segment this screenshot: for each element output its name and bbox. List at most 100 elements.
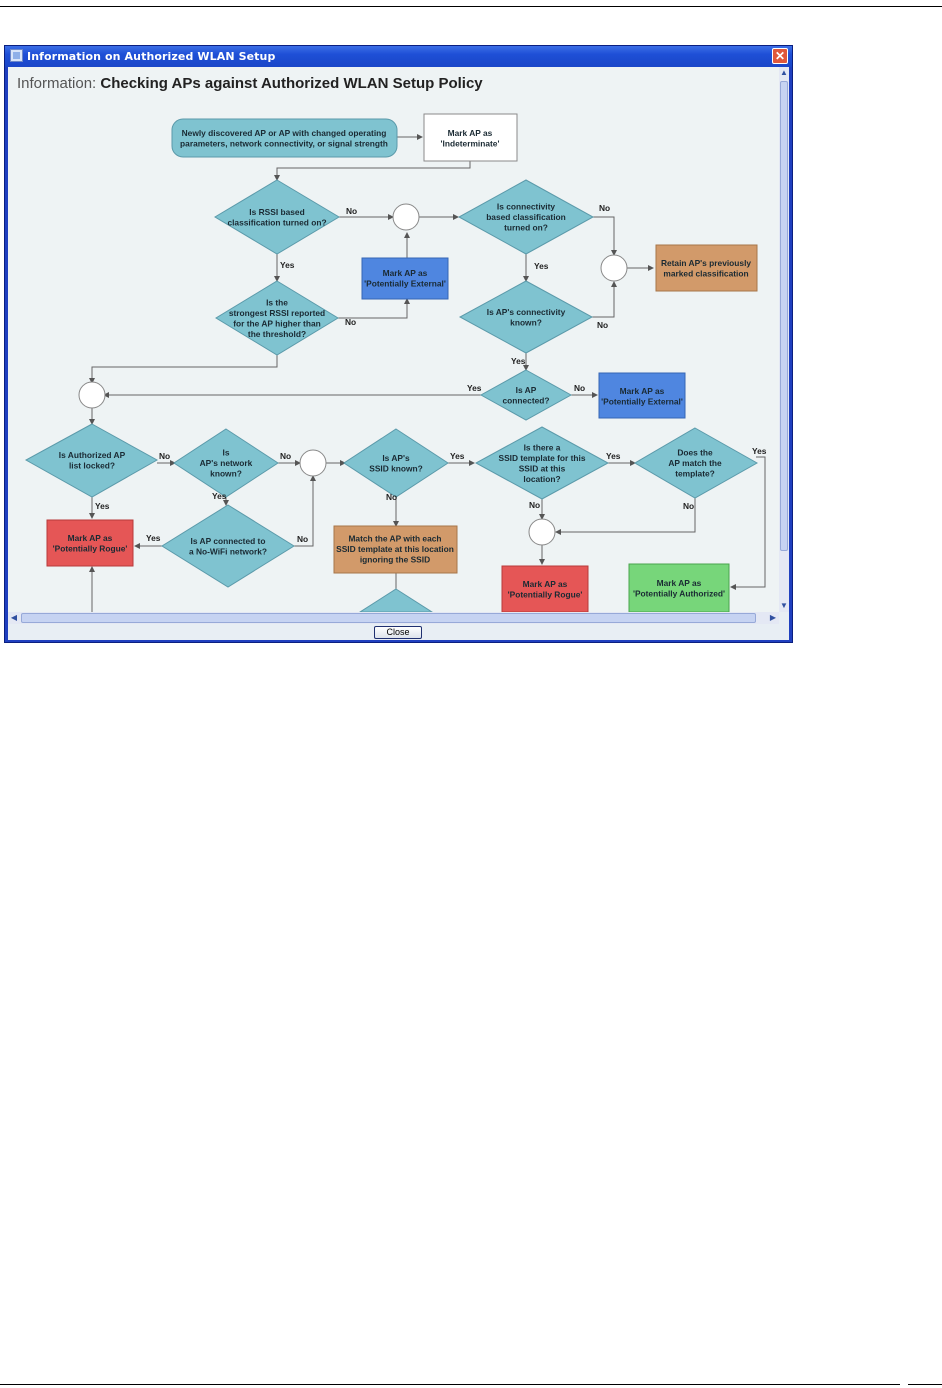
match-template-node (634, 427, 759, 499)
node-text-indeterminate: Mark AP as (448, 128, 493, 138)
node-text-indeterminate: 'Indeterminate' (441, 138, 500, 148)
title-main: Checking APs against Authorized WLAN Set… (100, 75, 483, 92)
node-text-ssid-tpl: Is there a (524, 442, 561, 452)
scroll-left-icon[interactable]: ◀ (10, 613, 18, 622)
title-prefix: Information: (17, 75, 101, 92)
ssid-known-node (343, 428, 449, 498)
page-top-rule (0, 6, 942, 7)
node-text-ssid-tpl: location? (523, 474, 560, 484)
node-text-net-known: AP's network (200, 458, 253, 468)
dialog-client: Information: Checking APs against Author… (8, 67, 789, 640)
node-text-match-tpl: AP match the (668, 458, 722, 468)
node-text-rssi-high: Is the (266, 297, 288, 307)
close-icon[interactable]: ✕ (772, 48, 788, 64)
node-text-conn-on: turned on? (504, 223, 548, 233)
edge-label-no: No (574, 383, 585, 393)
scroll-down-icon[interactable]: ▼ (780, 601, 788, 610)
page-bottom-rule (0, 1384, 900, 1385)
node-text-rogue1: Mark AP as (68, 533, 113, 543)
edge-label-yes: Yes (606, 451, 621, 461)
node-text-conn-on: Is connectivity (497, 202, 556, 212)
edge-label-yes: Yes (467, 383, 482, 393)
merge-circle-2 (600, 254, 628, 282)
vertical-scroll-thumb[interactable] (780, 81, 788, 551)
ssid-template-node (474, 426, 610, 500)
node-text-conn-known: known? (510, 317, 542, 327)
node-text-rogue1: 'Potentially Rogue' (53, 543, 128, 553)
node-text-match-each: Match the AP with each (348, 534, 441, 544)
flowchart-viewport: Information: Checking APs against Author… (8, 67, 779, 612)
locked-node (24, 423, 159, 498)
node-text-match-each: SSID template at this location (336, 544, 454, 554)
node-text-rssi-high: strongest RSSI reported (229, 308, 325, 318)
edge-label-no: No (297, 534, 308, 544)
edge-label-yes: Yes (280, 260, 295, 270)
node-text-net-known: known? (210, 469, 242, 479)
horizontal-scrollbar[interactable]: ◀ ▶ (8, 612, 779, 624)
match-each-node (333, 525, 458, 574)
node-text-locked: Is Authorized AP (59, 450, 126, 460)
rssi-on-node (214, 179, 340, 255)
node-text-match-tpl: Does the (677, 448, 713, 458)
node-text-connected: Is AP (516, 385, 537, 395)
merge-circle-1 (392, 203, 420, 231)
node-text-nowifi: a No-WiFi network? (189, 546, 267, 556)
scroll-up-icon[interactable]: ▲ (780, 68, 788, 77)
external-node-1 (361, 257, 449, 300)
page-title: Information: Checking APs against Author… (17, 75, 483, 92)
flowchart: Newly discovered AP or AP with changed o… (24, 113, 767, 612)
node-text-conn-known: Is AP's connectivity (487, 307, 566, 317)
window-icon (10, 49, 23, 62)
connected-node (479, 369, 573, 421)
node-text-rssi-high: the threshold? (248, 329, 306, 339)
edge-label-yes: Yes (511, 356, 526, 366)
merge-circle-5 (528, 518, 556, 546)
horizontal-scroll-thumb[interactable] (21, 613, 756, 623)
node-text-rogue2: Mark AP as (523, 579, 568, 589)
edge-label-no: No (386, 492, 397, 502)
nowifi-node (161, 504, 295, 588)
merge-circle-3 (78, 381, 106, 409)
edge-label-no: No (529, 500, 540, 510)
node-text-rssi-on: Is RSSI based (249, 207, 304, 217)
edge-label-no: No (597, 320, 608, 330)
start-node (171, 118, 398, 158)
window-title: Information on Authorized WLAN Setup (27, 50, 276, 63)
title-bar[interactable]: Information on Authorized WLAN Setup ✕ (5, 46, 792, 67)
edge-label-no: No (345, 317, 356, 327)
indeterminate-node (423, 113, 518, 162)
node-text-authorized: Mark AP as (657, 578, 702, 588)
node-text-rssi-high: for the AP higher than (233, 318, 320, 328)
edge-label-no: No (159, 451, 170, 461)
node-text-rogue2: 'Potentially Rogue' (508, 589, 583, 599)
edge-label-yes: Yes (212, 491, 227, 501)
button-bar: Close (8, 624, 789, 640)
rogue-node-1 (46, 519, 134, 567)
edge-label-no: No (683, 501, 694, 511)
vertical-scrollbar[interactable]: ▲ ▼ (779, 67, 789, 612)
net-known-node (173, 428, 279, 498)
rogue-node-2 (501, 565, 589, 612)
node-text-retain: marked classification (663, 268, 748, 278)
node-text-ssid-tpl: SSID template for this (498, 453, 585, 463)
node-text-ssid-known: SSID known? (369, 463, 423, 473)
merge-circle-4 (299, 449, 327, 477)
continuation-node (359, 588, 433, 612)
edge-label-yes: Yes (95, 501, 110, 511)
scroll-right-icon[interactable]: ▶ (769, 613, 777, 622)
edge-label-yes: Yes (450, 451, 465, 461)
node-text-ssid-known: Is AP's (382, 453, 410, 463)
conn-known-node (458, 280, 594, 354)
node-text-ssid-tpl: SSID at this (519, 463, 566, 473)
close-button[interactable]: Close (374, 626, 422, 639)
node-text-ext1: Mark AP as (383, 268, 428, 278)
node-text-ext2: Mark AP as (620, 386, 665, 396)
node-text-match-each: ignoring the SSID (360, 555, 430, 565)
node-text-start: parameters, network connectivity, or sig… (180, 138, 388, 148)
info-dialog: Information on Authorized WLAN Setup ✕ I… (4, 45, 793, 643)
conn-on-node (457, 179, 595, 255)
node-text-ext2: 'Potentially External' (601, 396, 683, 406)
node-text-connected: connected? (503, 395, 550, 405)
node-text-match-tpl: template? (675, 469, 715, 479)
retain-node (655, 244, 758, 292)
